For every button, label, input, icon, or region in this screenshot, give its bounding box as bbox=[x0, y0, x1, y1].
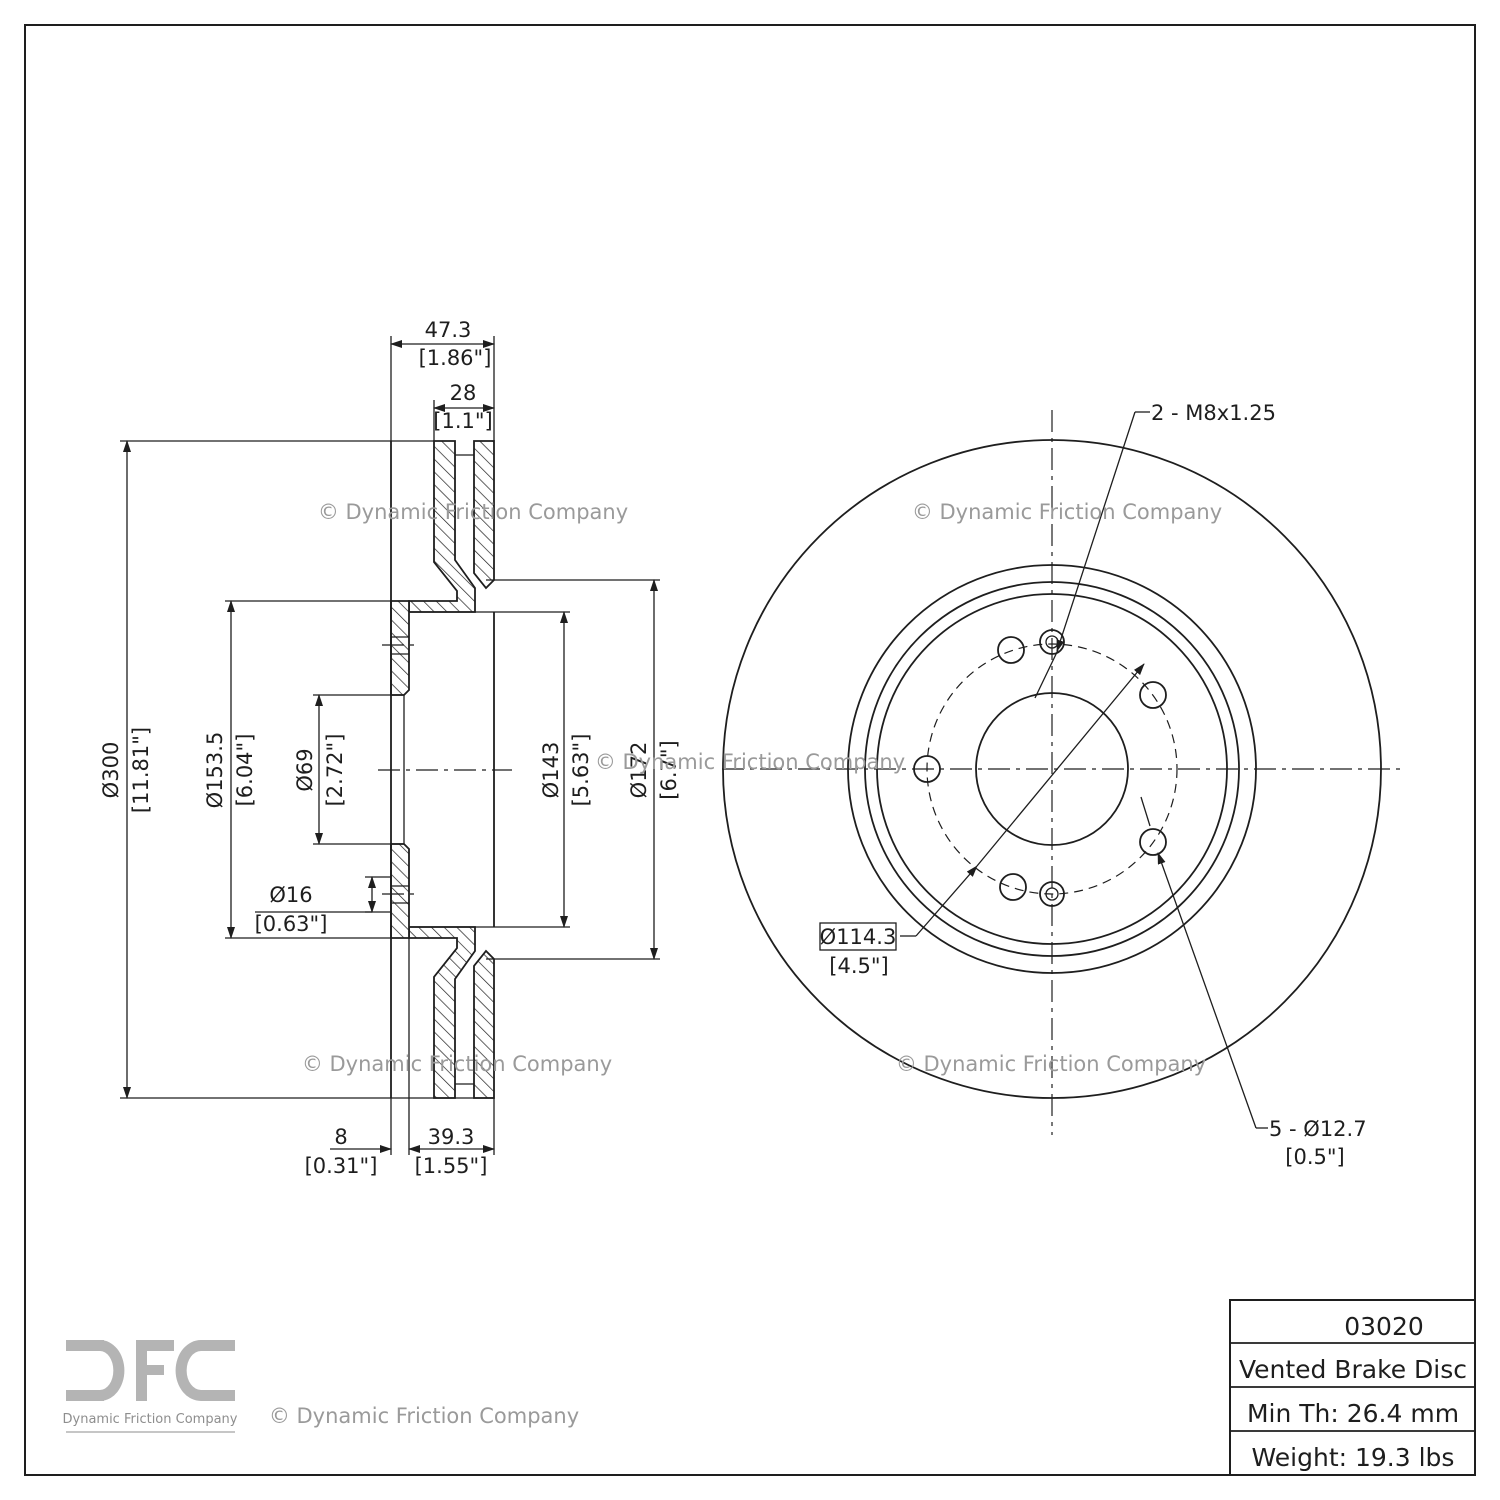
bolt-hole bbox=[1139, 681, 1167, 709]
dim-rotor-thickness: 28 bbox=[450, 381, 477, 405]
dim-lug-hole-in: [0.63"] bbox=[255, 912, 328, 936]
bolt-holes-label-in: [0.5"] bbox=[1285, 1145, 1344, 1169]
dim-hat-diameter-in: [6.04"] bbox=[233, 734, 257, 807]
dim-overall-width: 47.3 bbox=[425, 318, 472, 342]
section-view-dimensions bbox=[120, 336, 660, 1155]
dim-hat-height-in: [1.55"] bbox=[415, 1154, 488, 1178]
bolt-holes-label: 5 - Ø12.7 bbox=[1269, 1117, 1367, 1141]
dim-hat-height: 39.3 bbox=[428, 1125, 475, 1149]
watermark: © Dynamic Friction Company bbox=[595, 750, 905, 774]
threaded-holes-label: 2 - M8x1.25 bbox=[1151, 401, 1276, 425]
watermark: © Dynamic Friction Company bbox=[896, 1052, 1206, 1076]
outboard-plate-upper bbox=[408, 440, 476, 613]
dfc-logo: Dynamic Friction Company bbox=[63, 1340, 238, 1433]
dim-inner-friction-diameter-in: [6.7"] bbox=[657, 740, 681, 799]
front-view bbox=[722, 410, 1400, 1135]
section-view bbox=[378, 440, 512, 1099]
part-number: 03020 bbox=[1344, 1312, 1424, 1341]
hat-flange-lower bbox=[390, 843, 410, 939]
watermark: © Dynamic Friction Company bbox=[318, 500, 628, 524]
dim-overall-width-in: [1.86"] bbox=[419, 346, 492, 370]
hat-flange-upper bbox=[390, 600, 410, 696]
dim-rotor-thickness-in: [1.1"] bbox=[433, 409, 492, 433]
bolt-hole bbox=[999, 873, 1027, 901]
dim-outer-diameter-in: [11.81"] bbox=[129, 727, 153, 813]
bolt-hole bbox=[997, 636, 1025, 664]
dim-lug-hole: Ø16 bbox=[269, 883, 312, 907]
dim-center-bore-in: [2.72"] bbox=[323, 734, 347, 807]
dim-hat-thickness: 8 bbox=[334, 1125, 347, 1149]
bolt-hole bbox=[1139, 828, 1167, 856]
dim-outer-diameter: Ø300 bbox=[99, 742, 123, 799]
min-thickness: Min Th: 26.4 mm bbox=[1247, 1399, 1459, 1428]
dim-center-bore: Ø69 bbox=[293, 748, 317, 791]
bolt-circle-box bbox=[819, 922, 897, 951]
dim-hat-inner-diameter-in: [5.63"] bbox=[569, 734, 593, 807]
watermark: © Dynamic Friction Company bbox=[302, 1052, 612, 1076]
weight: Weight: 19.3 lbs bbox=[1252, 1443, 1455, 1472]
part-description: Vented Brake Disc bbox=[1239, 1355, 1467, 1384]
inboard-plate-upper bbox=[473, 440, 495, 590]
bolt-circle-label: Ø114.3 bbox=[820, 925, 897, 949]
bolt-circle-label-in: [4.5"] bbox=[829, 954, 888, 978]
watermark: © Dynamic Friction Company bbox=[912, 500, 1222, 524]
dim-inner-friction-diameter: Ø172 bbox=[627, 742, 651, 799]
title-block bbox=[1229, 1299, 1476, 1476]
dim-hat-diameter: Ø153.5 bbox=[203, 732, 227, 809]
dim-hat-inner-diameter: Ø143 bbox=[539, 742, 563, 799]
watermark: © Dynamic Friction Company bbox=[269, 1404, 579, 1428]
dim-hat-thickness-in: [0.31"] bbox=[305, 1154, 378, 1178]
drawing-border bbox=[24, 24, 1476, 1476]
logo-caption: Dynamic Friction Company bbox=[63, 1412, 238, 1427]
